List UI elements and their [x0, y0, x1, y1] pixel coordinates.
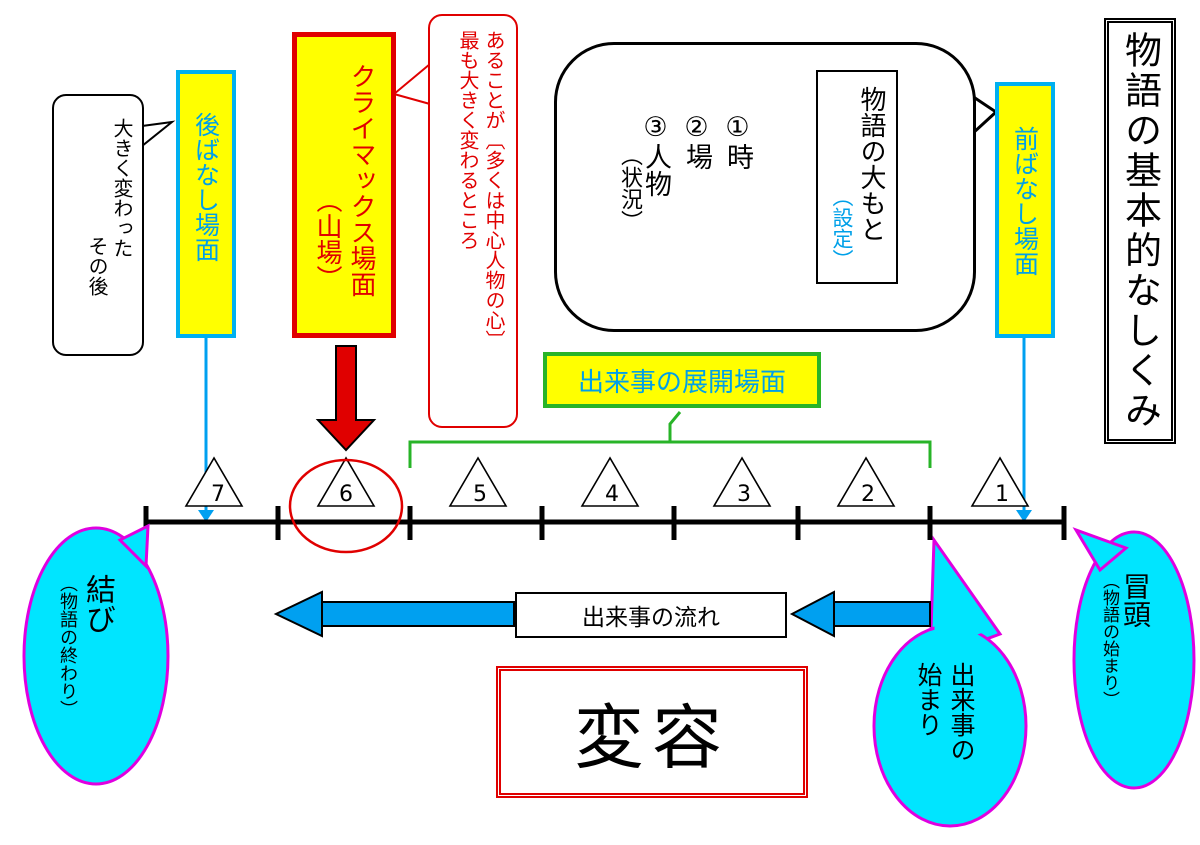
climax-desc-line-2: 最も大きく変わるところ [456, 30, 480, 250]
stage-number-4: 4 [605, 482, 619, 507]
stage-triangle-2 [836, 456, 896, 507]
event-start-text: 出来事の 始まり [914, 662, 976, 762]
development-bracket [408, 411, 932, 468]
climax-description-bubble: あることが〔多くは中心人物の心〕 最も大きく変わるところ [428, 14, 518, 428]
setting-label: 物語の大もと [856, 86, 886, 242]
setting-item-situation: （状況） [617, 144, 642, 232]
after-bubble-tail [141, 120, 176, 149]
setting-item-people: ③人物 [640, 112, 671, 197]
setting-items: ①時 ②場 ③人物 （状況） [617, 112, 753, 232]
stage-triangle-7 [184, 456, 244, 507]
opening-sub: （物語の始まり） [1099, 572, 1119, 708]
after-note-line-1: 大きく変わった [110, 118, 134, 258]
setting-bubble [554, 42, 976, 332]
opening-label: 冒頭 [1119, 572, 1152, 628]
after-scene-box: 後ばなし場面 [176, 70, 236, 338]
climax-desc-line-1: あることが〔多くは中心人物の心〕 [482, 30, 506, 350]
event-start-line-1: 出来事の [947, 662, 976, 762]
climax-down-arrow [315, 345, 377, 452]
stage-triangle-1 [970, 456, 1030, 507]
before-scene-pointer [1016, 338, 1032, 522]
ending-text: 結び （物語の終わり） [57, 574, 115, 718]
event-start-line-2: 始まり [914, 662, 943, 737]
opening-text: 冒頭 （物語の始まり） [1099, 572, 1152, 708]
stage-triangle-4 [580, 456, 640, 507]
timeline [143, 506, 1067, 540]
before-scene-label: 前ばなし場面 [1010, 126, 1040, 276]
ending-sub: （物語の終わり） [57, 574, 78, 718]
stage-triangle-6 [316, 456, 376, 507]
climax-desc-tail [391, 61, 431, 106]
before-scene-box: 前ばなし場面 [995, 82, 1055, 338]
diagram-title: 物語の基本的なしくみ [1104, 18, 1176, 444]
setting-label-box: 物語の大もと （設定） [816, 70, 898, 284]
development-label-box: 出来事の展開場面 [543, 352, 821, 408]
stage-number-7: 7 [211, 482, 225, 507]
stage-number-2: 2 [861, 482, 875, 507]
diagram-title-text: 物語の基本的なしくみ [1118, 31, 1162, 431]
flow-arrow [273, 590, 931, 638]
after-scene-note-bubble: 大きく変わった その後 [52, 94, 144, 356]
flow-label-box: 出来事の流れ [515, 592, 787, 638]
opening-bubble-shape [1072, 527, 1196, 790]
stage-number-3: 3 [737, 482, 751, 507]
setting-item-place: ②場 [681, 112, 712, 170]
stage-number-5: 5 [473, 482, 487, 507]
ending-bubble-shape [22, 523, 170, 786]
setting-label-sub: （設定） [830, 186, 854, 270]
after-note-line-2: その後 [85, 236, 109, 296]
after-scene-label: 後ばなし場面 [191, 112, 221, 262]
stage-triangle-3 [712, 456, 772, 507]
transformation-box: 変容 [496, 666, 808, 798]
climax-box: クライマックス場面 （山場） [292, 32, 396, 338]
setting-item-time: ①時 [722, 112, 753, 170]
flow-label: 出来事の流れ [582, 605, 720, 631]
climax-sub: （山場） [312, 187, 342, 291]
stage-number-6: 6 [339, 482, 353, 507]
development-label: 出来事の展開場面 [577, 367, 786, 398]
transformation-label: 変容 [574, 696, 730, 779]
climax-stage-circle [288, 458, 404, 554]
climax-label: クライマックス場面 [346, 63, 376, 297]
event-start-bubble-shape [872, 535, 1028, 828]
stage-triangle-5 [448, 456, 508, 507]
ending-label: 結び [80, 574, 115, 634]
stage-number-1: 1 [995, 482, 1009, 507]
